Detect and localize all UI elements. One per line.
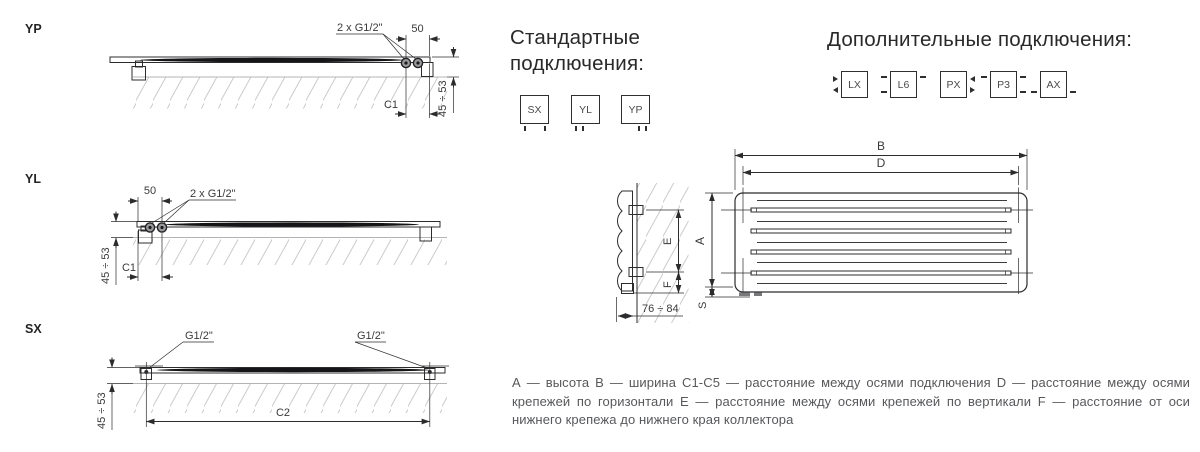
drawing-yl-label: YL xyxy=(25,172,41,186)
connection-mark xyxy=(881,91,887,93)
connection-arrow-mark xyxy=(970,87,975,93)
dim-s-label: S xyxy=(697,302,709,309)
dim-depth-label: 76 ÷ 84 xyxy=(642,303,679,315)
connection-mark xyxy=(1020,76,1026,78)
dim-f-label: F xyxy=(662,281,674,288)
connection-mark xyxy=(881,76,887,78)
connection-mark xyxy=(1070,91,1076,93)
connection-box-label: L6 xyxy=(897,78,910,91)
radiator-panel-shade xyxy=(165,222,419,227)
connection-box-label: YP xyxy=(628,103,643,116)
connection-mark xyxy=(920,76,926,78)
connection-callout-label: 2 x G1/2" xyxy=(190,188,236,200)
radiator-foot xyxy=(421,62,434,77)
connection-mark xyxy=(1020,91,1026,93)
connection-box-label: LX xyxy=(848,78,861,91)
connection-box-label: YL xyxy=(579,103,592,116)
drawing-sx: SX G1/2" G1/2" 45 ÷ 53 C2 xyxy=(25,322,449,430)
radiator-foot xyxy=(754,292,762,296)
drawing-side-view: E F 76 ÷ 84 xyxy=(616,183,689,323)
radiator-panel-shade xyxy=(140,57,404,63)
dim-c2-label: C2 xyxy=(276,407,290,419)
connection-box-ax: AX xyxy=(1031,71,1076,98)
connection-mark xyxy=(981,76,987,78)
connection-box-l6: L6 xyxy=(881,71,926,98)
connection-mark xyxy=(645,126,647,131)
dim-50-label: 50 xyxy=(411,23,423,35)
connection-box-yl: YL xyxy=(571,95,600,131)
connection-mark xyxy=(638,126,640,131)
connection-arrow-mark xyxy=(833,87,838,93)
wall-hatch xyxy=(637,183,689,323)
connection-box-p3: P3 xyxy=(981,71,1026,98)
radiator-front-body xyxy=(734,192,1028,293)
connection-arrow-mark xyxy=(970,76,975,82)
dim-b-label: B xyxy=(877,139,885,153)
radiator-foot xyxy=(739,292,750,296)
radiator-foot xyxy=(131,66,146,81)
additional-connections-title: Дополнительные подключения: xyxy=(827,28,1133,51)
connection-mark xyxy=(524,126,526,131)
drawing-yl: YL 50 2 x G1/2" C1 45 ÷ 53 xyxy=(25,172,447,285)
drawing-yp-label: YP xyxy=(25,22,42,36)
dim-c1-label: C1 xyxy=(384,99,398,111)
connection-mark xyxy=(575,126,577,131)
drawing-sx-label: SX xyxy=(25,322,42,336)
drawing-front-view: B D A S xyxy=(693,139,1033,309)
dim-50-label: 50 xyxy=(144,185,156,197)
dim-height-label: 45 ÷ 53 xyxy=(96,392,108,429)
radiator-panel xyxy=(109,56,431,63)
collector-tubes xyxy=(750,207,1012,276)
connection-box-label: PX xyxy=(946,78,961,91)
connection-box-yp: YP xyxy=(621,95,650,131)
connection-box-label: SX xyxy=(527,103,542,116)
connection-callout-label: G1/2" xyxy=(357,330,385,342)
connection-callout-label: G1/2" xyxy=(185,330,213,342)
connection-box-sx: SX xyxy=(520,95,549,131)
connection-box-lx: LX xyxy=(833,71,868,98)
connection-box-px: PX xyxy=(940,71,975,98)
dim-height-label: 45 ÷ 53 xyxy=(100,247,112,284)
dim-e-label: E xyxy=(662,238,674,245)
dimension-legend: А — высота В — ширина С1-С5 — расстояние… xyxy=(512,375,1190,427)
dim-d-label: D xyxy=(877,156,886,170)
wall-hatch xyxy=(133,384,447,413)
dim-height-label: 45 ÷ 53 xyxy=(437,80,449,117)
mounting-bracket xyxy=(628,267,644,277)
dim-a-label: A xyxy=(693,237,707,245)
connection-callout-label: 2 x G1/2" xyxy=(337,22,383,34)
radiator-panel-shade xyxy=(157,367,429,373)
connection-mark xyxy=(582,126,584,131)
connection-fitting xyxy=(140,368,152,380)
radiator-panel xyxy=(139,367,446,374)
dim-c1-label: C1 xyxy=(122,262,136,274)
mounting-bracket xyxy=(628,205,644,215)
radiator-foot xyxy=(138,229,153,244)
connection-box-label: P3 xyxy=(997,78,1010,91)
connection-arrow-mark xyxy=(833,76,838,82)
connection-fitting xyxy=(424,368,436,380)
wall-hatch xyxy=(133,77,447,109)
connection-box-label: AX xyxy=(1046,78,1061,91)
radiator-profile xyxy=(617,190,633,292)
radiator-panel xyxy=(136,221,441,228)
collector-end xyxy=(621,283,634,294)
connection-mark xyxy=(544,126,546,131)
standard-connections-title: Стандартные подключения: xyxy=(510,26,645,75)
drawing-yp: YP 50 2 x G1/2" C1 45 ÷ 53 xyxy=(25,22,459,118)
wall-hatch xyxy=(133,238,447,265)
connection-mark xyxy=(1031,91,1037,93)
